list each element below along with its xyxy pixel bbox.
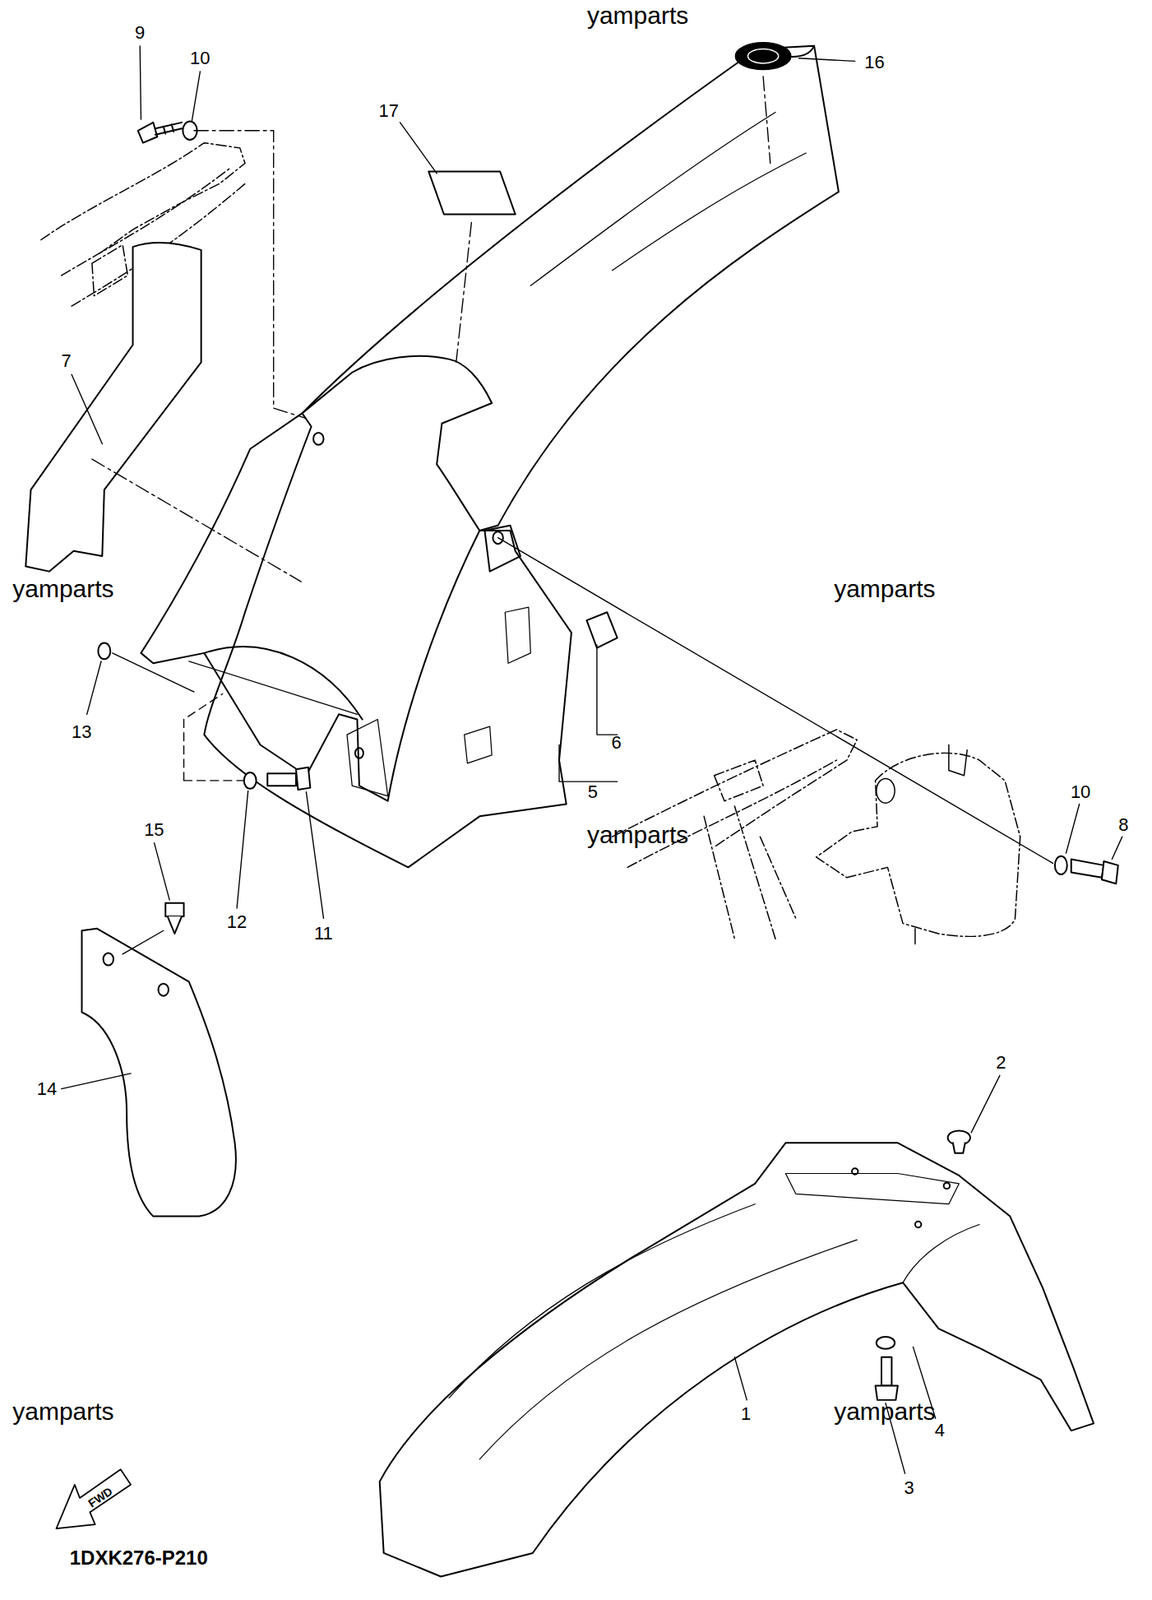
watermark: yamparts (833, 576, 935, 602)
callout-number: 10 (1070, 782, 1091, 801)
callout-number: 11 (314, 924, 334, 943)
callout-number: 1 (740, 1404, 751, 1423)
callout-number: 9 (134, 23, 145, 42)
callout-number: 14 (37, 1079, 57, 1098)
callout-number: 10 (189, 49, 210, 68)
mud-flap (82, 928, 236, 1217)
watermark: yamparts (833, 1398, 935, 1424)
callout-number: 5 (587, 782, 598, 801)
callout-number: 4 (934, 1420, 945, 1439)
callout-number: 3 (904, 1478, 915, 1497)
callout-number: 17 (379, 101, 399, 121)
callout-number: 8 (1118, 815, 1129, 834)
callout-number: 6 (610, 733, 621, 752)
watermark: yamparts (12, 576, 114, 602)
callout-number: 13 (71, 722, 92, 741)
emblem (735, 42, 792, 70)
reservoir-tank (816, 744, 1021, 944)
watermark: yamparts (587, 822, 689, 847)
front-fender (379, 1142, 1094, 1576)
hardware (97, 121, 1118, 1400)
watermark: yamparts (12, 1398, 114, 1424)
callout-number: 16 (864, 53, 884, 72)
side-panel (140, 412, 571, 867)
callout-number: 12 (226, 912, 247, 931)
callout-number: 15 (143, 820, 164, 839)
number-plate (25, 242, 201, 571)
sticker (428, 171, 515, 214)
callout-number: 7 (61, 351, 72, 371)
nut (587, 611, 618, 648)
leader-lines (61, 46, 1123, 1473)
watermark: yamparts (587, 3, 689, 28)
callout-number: 2 (995, 1053, 1006, 1072)
fwd-arrow (55, 1468, 131, 1528)
diagram-code: 1DXK276-P210 (69, 1547, 209, 1568)
rear-fender (301, 46, 838, 531)
